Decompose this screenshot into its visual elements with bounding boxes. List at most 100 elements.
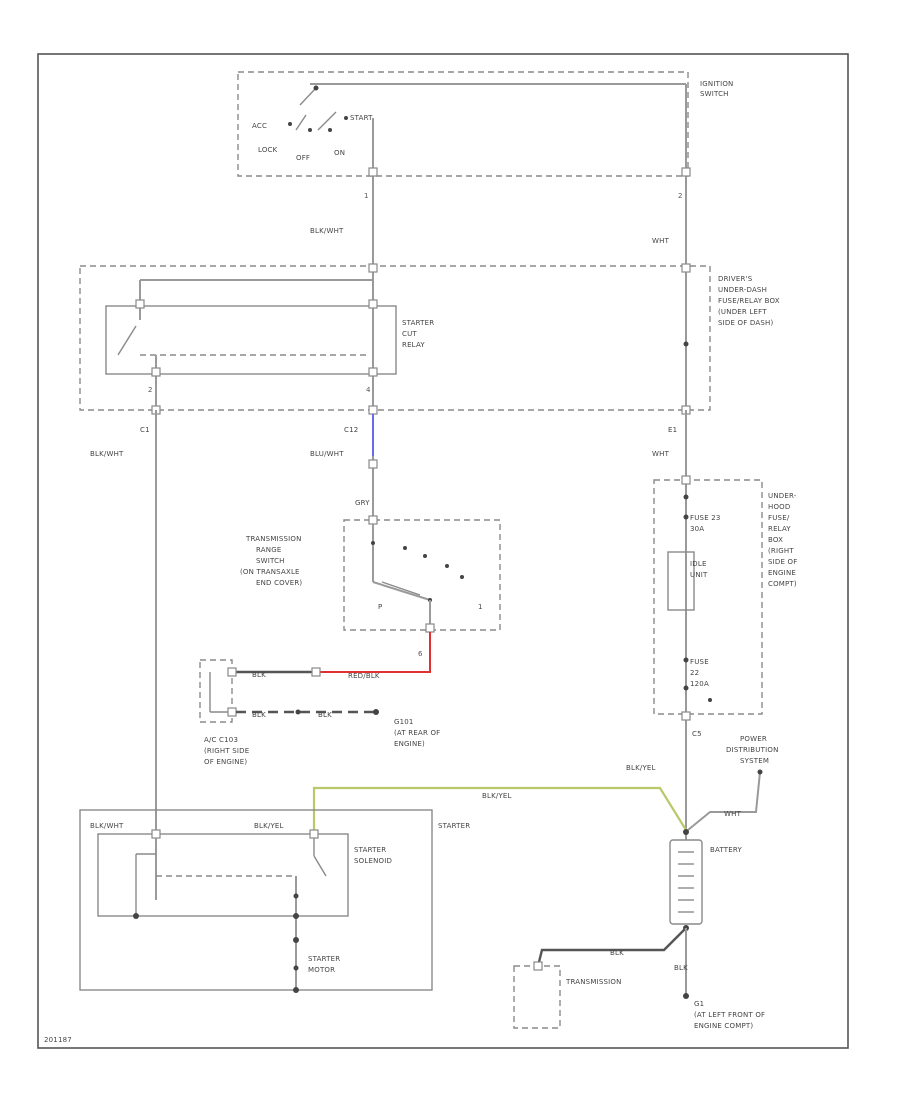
motor-label-1: STARTER	[308, 955, 340, 963]
ign-pos-lock: LOCK	[258, 146, 278, 154]
wire-label-blk-2: BLK	[252, 711, 266, 719]
trs-label-2: RANGE	[256, 546, 281, 554]
wire-label-blk-wht-top: BLK/WHT	[310, 227, 344, 235]
conn-blu-wht	[368, 459, 378, 469]
ac-label-3: OF ENGINE)	[204, 758, 247, 766]
fuse22-line2: 22	[690, 669, 699, 677]
uhb-label-5: BOX	[768, 536, 783, 544]
trs-pos-p: P	[378, 603, 382, 611]
ign-label-2: SWITCH	[700, 90, 729, 98]
fuse22-line3: 120A	[690, 680, 709, 688]
g1-label-1: G1	[694, 1000, 704, 1008]
diagram-frame	[37, 53, 849, 1049]
ground-g101-dot	[373, 709, 379, 715]
ign-label-1: IGNITION	[700, 80, 733, 88]
scr-pin-4: 4	[366, 386, 371, 394]
solenoid-label-1: STARTER	[354, 846, 386, 854]
udb-label-2: UNDER-DASH	[718, 286, 767, 294]
wire-label-blu-wht: BLU/WHT	[310, 450, 344, 458]
udb-label-4: (UNDER LEFT	[718, 308, 767, 316]
ign-pos-start: START	[350, 114, 373, 122]
under-dash-fuse-box: DRIVER'S UNDER-DASH FUSE/RELAY BOX (UNDE…	[79, 265, 780, 411]
uhb-label-9: COMPT)	[768, 580, 797, 588]
wire-label-blk-wht-starter: BLK/WHT	[90, 822, 124, 830]
connector-markers	[135, 167, 691, 415]
wire-label-blk-wht-left: BLK/WHT	[90, 450, 124, 458]
pds-label-2: DISTRIBUTION	[726, 746, 779, 754]
g101-label-1: G101	[394, 718, 414, 726]
scr-label-2: CUT	[402, 330, 417, 338]
g101-label-3: ENGINE)	[394, 740, 425, 748]
pds-label-3: SYSTEM	[740, 757, 769, 765]
conn-c5: C5	[692, 730, 702, 738]
transmission-range-switch: P 1 TRANSMISSION RANGE SWITCH (ON TRANSA…	[240, 515, 501, 658]
solenoid-label-2: SOLENOID	[354, 857, 392, 865]
wire-label-blk-bat: BLK	[610, 949, 624, 957]
trs-label-4: (ON TRANSAXLE	[240, 568, 300, 576]
ign-pin-2: 2	[678, 192, 682, 200]
wire-label-blk-1: BLK	[252, 671, 266, 679]
uhb-label-2: HOOD	[768, 503, 790, 511]
battery-label: BATTERY	[710, 846, 743, 854]
footer-code: 201187	[44, 1036, 72, 1044]
ign-pos-on: ON	[334, 149, 345, 157]
ign-pin-1: 1	[364, 192, 368, 200]
uhb-label-7: SIDE OF	[768, 558, 797, 566]
ac-label-2: (RIGHT SIDE	[204, 747, 249, 755]
wire-label-blk-yel-starter: BLK/YEL	[254, 822, 284, 830]
wire-red-blk	[316, 632, 431, 673]
idle-line1: IDLE	[690, 560, 707, 568]
scr-pin-2: 2	[148, 386, 152, 394]
ac-connector: A/C C103 (RIGHT SIDE OF ENGINE)	[199, 659, 249, 766]
uhb-label-3: FUSE/	[768, 514, 790, 522]
fuse22-line1: FUSE	[690, 658, 709, 666]
udb-label-1: DRIVER'S	[718, 275, 753, 283]
pds-label-1: POWER	[740, 735, 767, 743]
transmission: TRANSMISSION	[513, 961, 622, 1029]
splice-blk-2	[295, 709, 301, 715]
conn-c12: C12	[344, 426, 358, 434]
motor-label-2: MOTOR	[308, 966, 335, 974]
wire-label-blk-gnd: BLK	[674, 964, 688, 972]
battery: BATTERY	[669, 829, 743, 931]
under-hood-fuse-box: FUSE 23 30A IDLE UNIT FUSE 22 120A UNDER…	[653, 475, 797, 738]
trs-pos-1: 1	[478, 603, 483, 611]
ground-g1-dot	[683, 993, 689, 999]
wire-label-wht-mid: WHT	[652, 450, 670, 458]
g1-label-2: (AT LEFT FRONT OF	[694, 1011, 765, 1019]
uhb-label-8: ENGINE	[768, 569, 796, 577]
wire-label-wht-top: WHT	[652, 237, 670, 245]
trs-pin-6: 6	[418, 650, 423, 658]
wire-blk-transmission	[536, 927, 687, 967]
conn-c1: C1	[140, 426, 150, 434]
power-distribution: POWER DISTRIBUTION SYSTEM WHT	[687, 735, 779, 831]
fuse23-line1: FUSE 23	[690, 514, 721, 522]
wire-label-blk-2b: BLK	[318, 711, 332, 719]
ignition-switch: ACC LOCK OFF ON START IGNITION SWITCH 1 …	[237, 71, 733, 200]
scr-label-3: RELAY	[402, 341, 425, 349]
ign-pos-off: OFF	[296, 154, 310, 162]
ac-label-1: A/C C103	[204, 736, 238, 744]
starter-label: STARTER	[438, 822, 470, 830]
uhb-label-4: RELAY	[768, 525, 791, 533]
starter: BLK/WHT BLK/YEL STARTER STARTER SOLENOID…	[79, 809, 470, 993]
udb-label-3: FUSE/RELAY BOX	[718, 297, 780, 305]
transmission-label: TRANSMISSION	[565, 978, 622, 986]
g101-label-2: (AT REAR OF	[394, 729, 440, 737]
ign-pos-acc: ACC	[252, 122, 267, 130]
conn-e1: E1	[668, 426, 677, 434]
udb-label-5: SIDE OF DASH)	[718, 319, 773, 327]
trs-label-3: SWITCH	[256, 557, 285, 565]
wire-label-blk-yel-mid: BLK/YEL	[626, 764, 656, 772]
trs-label-5: END COVER)	[256, 579, 302, 587]
uhb-label-6: (RIGHT	[768, 547, 794, 555]
conn-red-blk	[311, 667, 321, 677]
wire-label-blk-yel-top: BLK/YEL	[482, 792, 512, 800]
wire-label-wht-bat: WHT	[724, 810, 742, 818]
fuse23-line2: 30A	[690, 525, 704, 533]
uhb-label-1: UNDER-	[768, 492, 797, 500]
wire-label-gry: GRY	[355, 499, 370, 507]
scr-label-1: STARTER	[402, 319, 434, 327]
trs-label-1: TRANSMISSION	[245, 535, 302, 543]
